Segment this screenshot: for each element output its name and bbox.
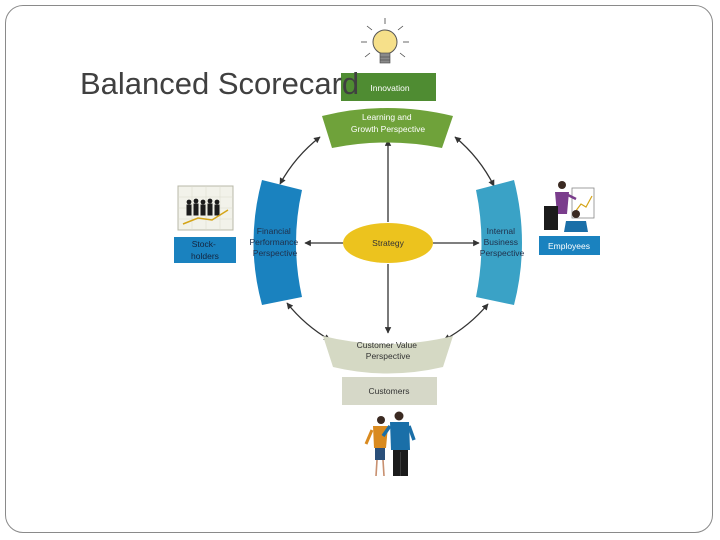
svg-text:Financial Performance: Financial Performance Perspective <box>249 226 300 258</box>
customers-label: Customers <box>368 386 409 396</box>
customer-line-2: Perspective <box>366 351 411 361</box>
customers-picture <box>364 411 416 477</box>
financial-band <box>253 180 302 305</box>
stockholders-line-2: holders <box>191 251 219 261</box>
innovation-box <box>341 73 436 101</box>
stockholders-box <box>174 237 236 263</box>
svg-text:Learning and Growth Perspe: Learning and Growth Perspective <box>351 112 425 134</box>
financial-line-1: Financial <box>257 226 291 236</box>
customer-value-band <box>323 336 453 374</box>
arc-bottom-right <box>443 303 489 341</box>
stockholders-line-1: Stock- <box>192 239 216 249</box>
learning-growth-band <box>322 108 453 148</box>
svg-text:Stock- holders: Stock- holders <box>191 239 219 261</box>
slide-title: Balanced Scorecard <box>80 66 360 101</box>
innovation-label: Innovation <box>370 83 409 93</box>
financial-line-3: Perspective <box>253 248 298 258</box>
employees-label: Employees <box>548 241 590 251</box>
arc-top-left <box>279 136 321 185</box>
svg-text:Internal Business Pers: Internal Business Perspective <box>480 226 525 258</box>
learning-line-2: Growth Perspective <box>351 124 425 134</box>
lightbulb-icon <box>361 18 409 64</box>
customers-box <box>342 377 437 405</box>
customer-line-1: Customer Value <box>357 340 418 350</box>
cycle-arrows <box>279 136 495 341</box>
arc-bottom-left <box>286 302 331 341</box>
internal-line-2: Business <box>484 237 519 247</box>
internal-line-1: Internal <box>487 226 515 236</box>
learning-line-1: Learning and <box>362 112 412 122</box>
stockholders-picture <box>177 185 234 231</box>
strategy-label: Strategy <box>372 238 404 248</box>
strategy-ellipse <box>343 223 433 263</box>
employees-picture <box>544 181 595 232</box>
employees-box <box>539 236 600 255</box>
svg-text:Customer Value Perspective: Customer Value Perspective <box>357 340 420 361</box>
arc-top-right <box>454 136 495 187</box>
internal-line-3: Perspective <box>480 248 525 258</box>
financial-line-2: Performance <box>249 237 298 247</box>
internal-business-band <box>476 180 522 305</box>
spokes <box>304 139 480 334</box>
